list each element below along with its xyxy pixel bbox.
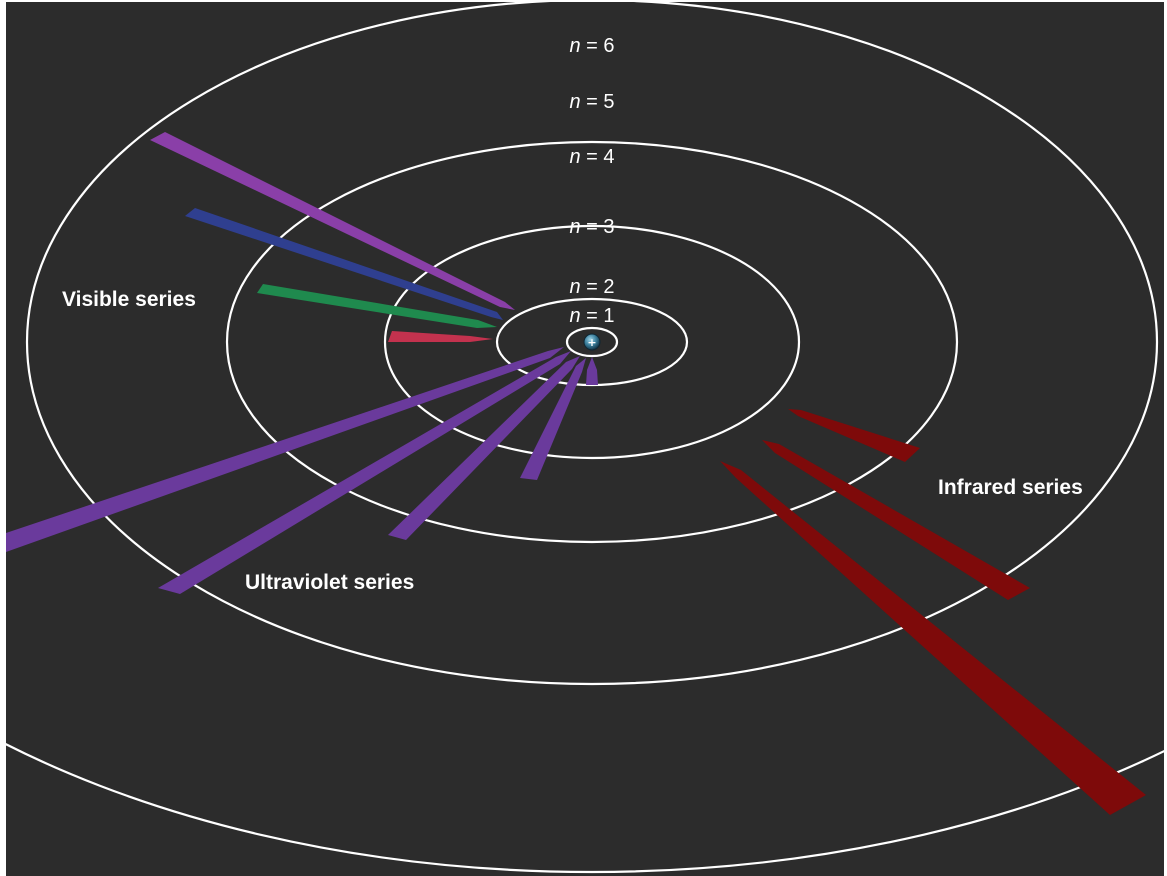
arrow-visible-3-2 xyxy=(388,331,493,342)
orbit-label-n4: n = 4 xyxy=(569,146,614,168)
infrared-series-label: Infrared series xyxy=(938,476,1083,499)
arrow-ir-5-3 xyxy=(762,440,1030,600)
orbit-n4 xyxy=(225,140,959,544)
visible-series-label: Visible series xyxy=(62,288,196,311)
orbit-label-n5: n = 5 xyxy=(569,91,614,113)
arrow-ir-6-3 xyxy=(788,409,920,462)
nucleus xyxy=(583,333,601,351)
orbit-label-n2: n = 2 xyxy=(569,276,614,298)
diagram-background xyxy=(6,2,1164,876)
orbit-label-n3: n = 3 xyxy=(569,216,614,238)
orbit-label-n6: n = 6 xyxy=(569,35,614,57)
orbit-label-n1: n = 1 xyxy=(569,305,614,327)
arrow-uv-4-1 xyxy=(388,356,580,540)
arrow-visible-5-2 xyxy=(185,208,503,320)
arrow-uv-5-1 xyxy=(158,351,571,594)
arrow-visible-4-2 xyxy=(257,284,497,328)
arrow-uv-6-1 xyxy=(6,347,564,552)
arrow-ir-4-3 xyxy=(720,461,1146,815)
orbit-n1 xyxy=(565,326,619,358)
arrow-visible-6-2 xyxy=(150,132,515,310)
orbit-n3 xyxy=(383,224,801,460)
ultraviolet-series-label: Ultraviolet series xyxy=(245,571,414,594)
arrow-uv-2-1 xyxy=(586,357,598,385)
arrow-uv-3-1 xyxy=(520,358,586,480)
orbit-n5 xyxy=(26,2,1158,685)
nucleus-charge: + xyxy=(587,336,596,349)
